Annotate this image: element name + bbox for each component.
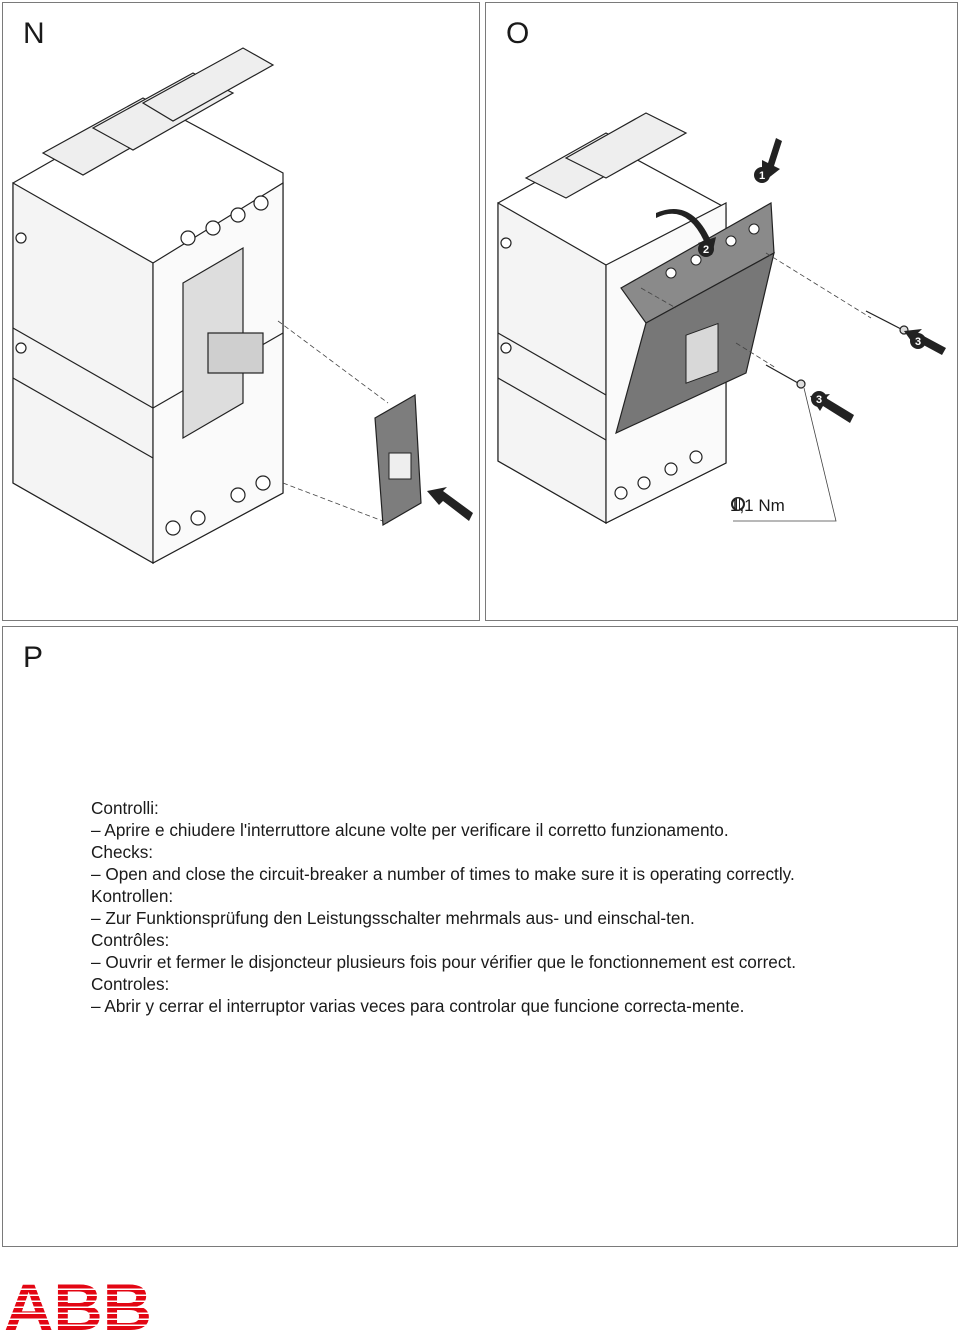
checks-heading-de: Kontrollen: [91, 886, 174, 906]
checks-item-it: – Aprire e chiudere l'interruttore alcun… [91, 820, 729, 840]
torque-spec: 1,1 Nm [730, 496, 785, 516]
panel-letter: N [23, 17, 45, 50]
step-3-label-upper: 3 [915, 336, 921, 348]
checks-text: Controlli: – Aprire e chiudere l'interru… [91, 797, 796, 1017]
step-2-label: 2 [703, 244, 709, 256]
panel-n: N [2, 2, 480, 621]
checks-heading-it: Controlli: [91, 798, 159, 818]
abb-logo: ABB [4, 1272, 152, 1334]
panel-letter: P [23, 641, 44, 674]
svg-text:ABB: ABB [4, 1272, 152, 1334]
torque-wrench-icon [731, 497, 745, 511]
step-1-label: 1 [759, 170, 765, 182]
panel-p: P Controlli: – Aprire e chiudere l'inter… [2, 626, 958, 1247]
panel-o: O [485, 2, 958, 621]
breaker-cover-screw-illustration: 1 2 3 3 [497, 112, 946, 525]
step-3-label-lower: 3 [816, 394, 822, 406]
breaker-front-cover-illustration [12, 47, 473, 565]
checks-item-en: – Open and close the circuit-breaker a n… [91, 864, 795, 884]
panel-letter: O [506, 17, 530, 50]
checks-item-es: – Abrir y cerrar el interruptor varias v… [91, 996, 745, 1016]
checks-item-fr: – Ouvrir et fermer le disjoncteur plusie… [91, 952, 796, 972]
checks-heading-es: Controles: [91, 974, 170, 994]
checks-heading-en: Checks: [91, 842, 154, 862]
checks-item-de: – Zur Funktionsprüfung den Leistungsscha… [91, 908, 695, 928]
checks-heading-fr: Contrôles: [91, 930, 170, 950]
